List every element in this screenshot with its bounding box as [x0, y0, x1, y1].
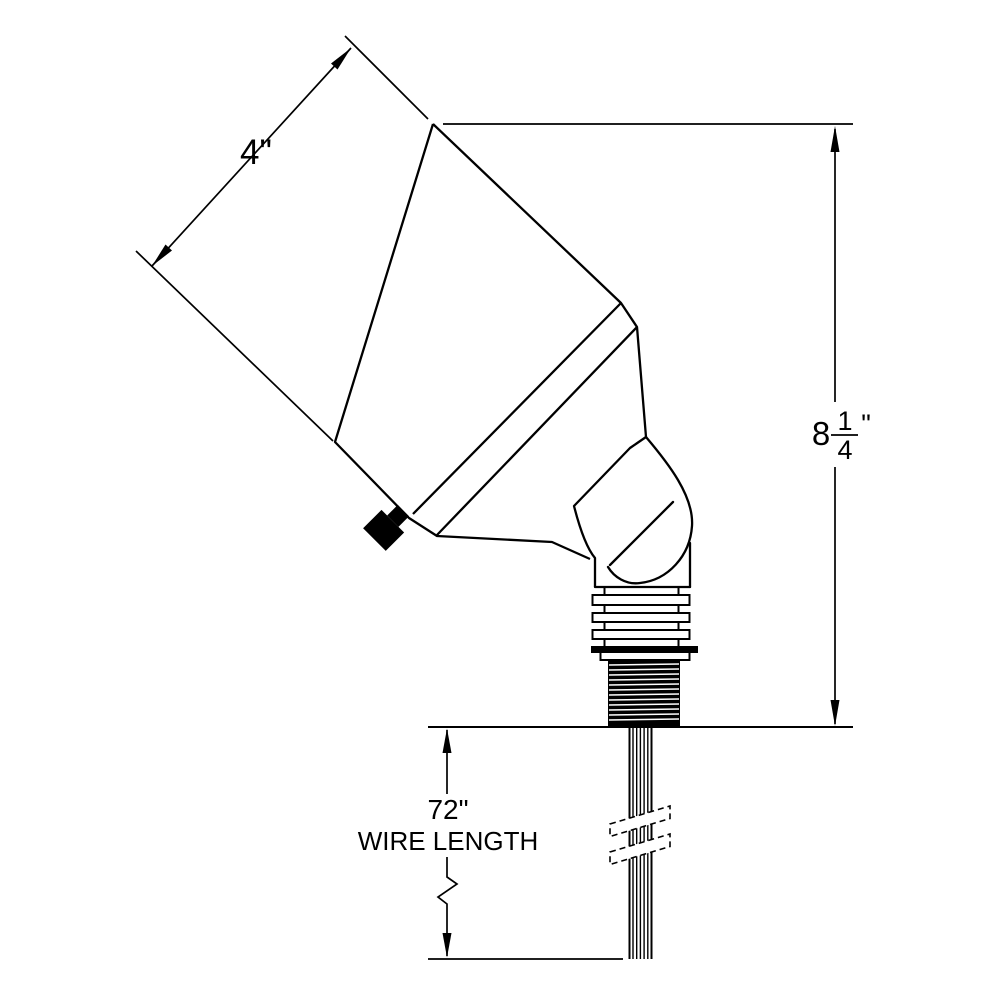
dimension-overall-height	[443, 123, 858, 724]
height-whole-number: 8	[812, 415, 830, 452]
ring-3	[591, 629, 691, 640]
wire-cut-band-lower	[609, 832, 671, 866]
height-fraction-numerator: 1	[837, 406, 852, 436]
extension-line-face-bottom	[135, 250, 334, 442]
stem-collar	[599, 651, 691, 661]
height-inch-mark: "	[861, 409, 871, 439]
wire-length-value: 72"	[427, 794, 468, 825]
fixture-head	[333, 123, 648, 587]
knuckle-inner-line	[608, 500, 675, 567]
thread-grooves	[608, 663, 680, 721]
wire-length-caption: WIRE LENGTH	[358, 826, 539, 856]
dimension-line-wire-lower-with-break	[436, 857, 459, 956]
knuckle-dome	[606, 435, 694, 585]
dimension-face-width	[135, 35, 429, 442]
height-fraction-denominator: 4	[837, 435, 852, 465]
head-face-and-bottom	[333, 123, 591, 561]
ring-1	[591, 594, 691, 606]
dimension-line-face	[151, 47, 352, 267]
arrowhead-wire-top	[442, 728, 452, 753]
wire-cut-band-upper	[609, 804, 671, 838]
threaded-stem	[608, 660, 680, 726]
face-width-label: 4"	[240, 133, 272, 172]
extension-line-face-top	[344, 35, 429, 120]
arrowhead-face-upper	[331, 48, 351, 70]
wire-break-symbol	[609, 804, 671, 866]
arrowhead-height-bottom	[830, 700, 840, 726]
knuckle-joint	[593, 435, 694, 589]
rim-band-upper-line	[412, 302, 622, 515]
heat-sink-rings	[591, 587, 698, 661]
arrowhead-face-lower	[152, 244, 172, 266]
ring-2	[591, 612, 691, 623]
arrowhead-height-top	[830, 126, 840, 152]
thumbscrew-knob	[363, 504, 410, 551]
head-silhouette-right	[432, 123, 648, 587]
arrowhead-wire-bottom	[442, 933, 452, 958]
rim-band-lower-line	[436, 326, 638, 536]
